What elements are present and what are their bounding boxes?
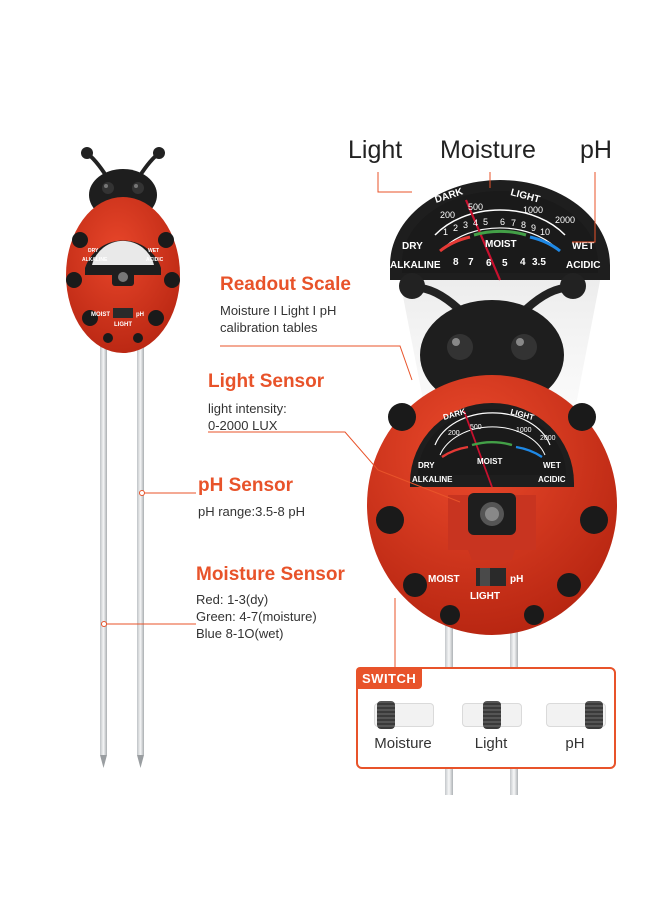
feature-desc-moisture-sensor: Red: 1-3(dy) Green: 4-7(moisture) Blue 8… bbox=[196, 592, 317, 641]
switch-knob-center bbox=[483, 701, 501, 729]
body-moist-label: MOIST bbox=[477, 457, 502, 466]
device-switch-ph: pH bbox=[510, 574, 523, 585]
svg-text:4: 4 bbox=[520, 257, 526, 268]
switch-moisture-position bbox=[374, 701, 434, 729]
svg-text:2: 2 bbox=[453, 223, 458, 233]
zoomed-readout-scale bbox=[390, 180, 610, 281]
feature-title-moisture-sensor: Moisture Sensor bbox=[196, 564, 345, 585]
zoom-wet-label: WET bbox=[572, 241, 594, 252]
small-meter-text: DRY WET ALKALINE ACIDIC MOIST pH LIGHT bbox=[82, 248, 164, 328]
switch-knob-left bbox=[377, 701, 395, 729]
body-alkaline-label: ALKALINE bbox=[412, 475, 453, 484]
svg-text:3: 3 bbox=[463, 220, 468, 230]
zoom-lux-500: 500 bbox=[468, 202, 483, 212]
switch-ph-position bbox=[546, 701, 606, 729]
switch-tag: SWITCH bbox=[356, 667, 423, 689]
dial-label-light: Light bbox=[348, 136, 403, 164]
body-lux-2000: 2000 bbox=[540, 435, 556, 442]
small-switch-ph: pH bbox=[136, 312, 144, 318]
body-lux-200: 200 bbox=[448, 430, 460, 437]
dial-label-ph: pH bbox=[580, 136, 612, 164]
small-wet-label: WET bbox=[148, 248, 159, 254]
svg-text:1: 1 bbox=[443, 227, 448, 237]
device-switch-light: LIGHT bbox=[470, 591, 500, 602]
small-switch-light: LIGHT bbox=[114, 322, 132, 328]
svg-text:7: 7 bbox=[511, 218, 516, 228]
svg-text:8: 8 bbox=[521, 220, 526, 230]
small-alkaline-label: ALKALINE bbox=[82, 257, 108, 263]
switch-label-light: Light bbox=[474, 735, 508, 752]
large-meter-illustration: DARK LIGHT 200 500 1000 2000 1 2 3 4 5 6… bbox=[367, 180, 617, 795]
feature-title-ph-sensor: pH Sensor bbox=[198, 475, 294, 496]
small-switch-moist: MOIST bbox=[91, 312, 110, 318]
small-meter-illustration bbox=[66, 147, 180, 768]
svg-text:5: 5 bbox=[483, 217, 488, 227]
svg-text:6: 6 bbox=[500, 217, 505, 227]
body-wet-label: WET bbox=[543, 461, 561, 470]
body-lux-500: 500 bbox=[470, 424, 482, 431]
feature-desc-light-sensor: light intensity: 0-2000 LUX bbox=[208, 401, 287, 433]
zoom-lux-200: 200 bbox=[440, 210, 455, 220]
switch-light-position bbox=[462, 701, 522, 729]
switch-knob-right bbox=[585, 701, 603, 729]
svg-text:4: 4 bbox=[473, 218, 478, 228]
feature-desc-readout-scale: Moisture I Light I pH calibration tables bbox=[220, 303, 337, 335]
small-dry-label: DRY bbox=[88, 248, 99, 254]
large-meter-scale-text: DARK LIGHT 200 500 1000 2000 DRY MOIST W… bbox=[412, 407, 566, 602]
svg-text:3.5: 3.5 bbox=[532, 257, 546, 268]
svg-text:6: 6 bbox=[486, 258, 492, 269]
zoom-moisture-ticks: 1 2 3 4 5 6 7 8 9 10 bbox=[443, 217, 550, 237]
switch-label-moisture: Moisture bbox=[374, 735, 432, 752]
body-lux-1000: 1000 bbox=[516, 427, 532, 434]
switch-label-ph: pH bbox=[565, 735, 585, 752]
feature-title-readout-scale: Readout Scale bbox=[220, 274, 351, 295]
body-dry-label: DRY bbox=[418, 461, 435, 470]
zoom-ph-ticks: 8 7 6 5 4 3.5 bbox=[453, 257, 546, 269]
svg-text:7: 7 bbox=[468, 257, 474, 268]
feature-desc-ph-sensor: pH range:3.5-8 pH bbox=[198, 504, 305, 519]
zoom-moist-label: MOIST bbox=[485, 239, 517, 250]
zoom-dry-label: DRY bbox=[402, 241, 423, 252]
zoom-alkaline-label: ALKALINE bbox=[390, 260, 441, 271]
device-switch-moist: MOIST bbox=[428, 574, 460, 585]
zoom-lux-2000: 2000 bbox=[555, 215, 575, 225]
svg-text:8: 8 bbox=[453, 257, 459, 268]
feature-title-light-sensor: Light Sensor bbox=[208, 371, 325, 392]
switch-panel: SWITCH Moisture Light pH bbox=[356, 667, 616, 769]
dial-label-moisture: Moisture bbox=[440, 136, 536, 164]
zoom-lux-1000: 1000 bbox=[523, 205, 543, 215]
probe-rods bbox=[100, 345, 144, 768]
svg-text:9: 9 bbox=[531, 223, 536, 233]
small-acidic-label: ACIDIC bbox=[146, 257, 164, 263]
svg-text:10: 10 bbox=[540, 227, 550, 237]
svg-text:5: 5 bbox=[502, 258, 508, 269]
body-acidic-label: ACIDIC bbox=[538, 475, 566, 484]
zoom-acidic-label: ACIDIC bbox=[566, 260, 600, 271]
